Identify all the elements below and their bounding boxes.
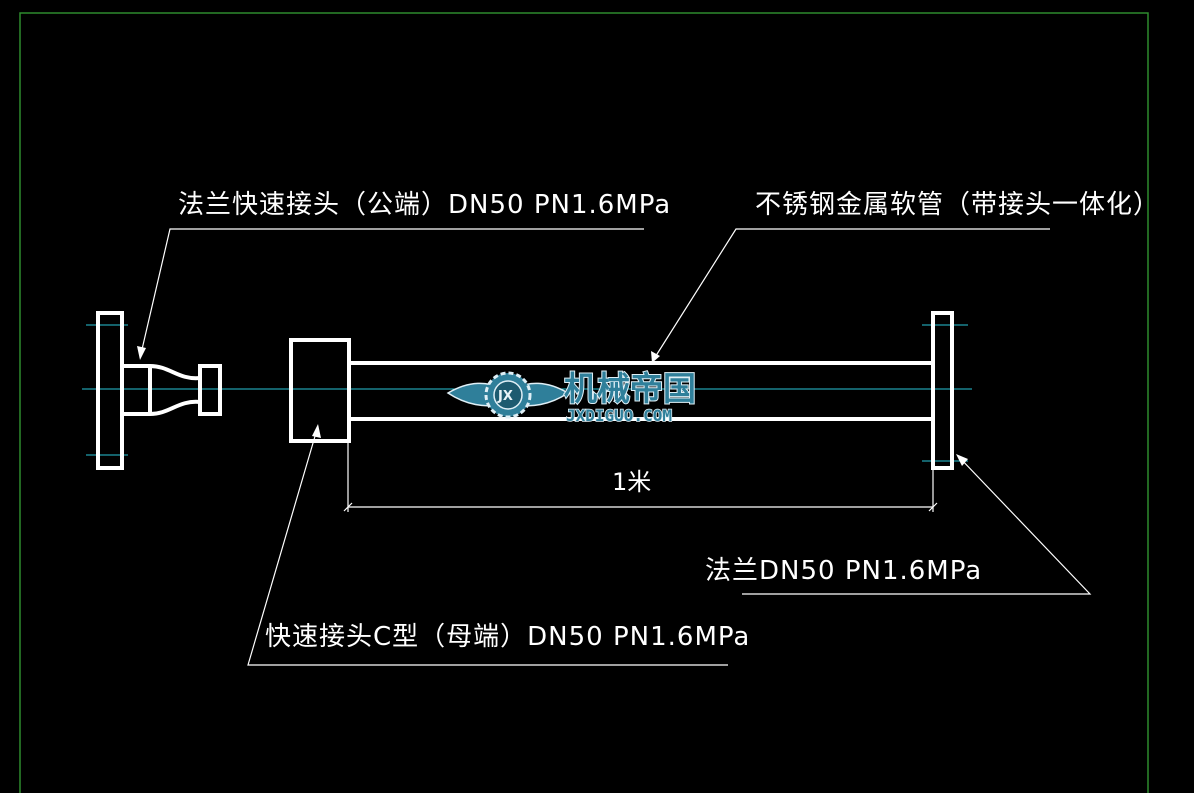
flange-quick-connector-male (96, 311, 222, 470)
label-quick-female: 快速接头C型（母端）DN50 PN1.6MPa (265, 622, 750, 652)
left-neck-bottom (149, 399, 201, 416)
leader-lines (139, 228, 1092, 666)
leader-arrowheads (137, 346, 968, 466)
female-coupling-body (289, 338, 351, 443)
dimension-tick-left (343, 502, 353, 512)
length-dimension (343, 441, 938, 512)
arrowhead-flange (956, 454, 968, 466)
leader-quick-female (247, 425, 728, 666)
watermark-url: JXDIGUO.COM (566, 406, 672, 425)
watermark: JX 机械帝国 JXDIGUO.COM (446, 368, 697, 426)
watermark-title: 机械帝国 (564, 369, 696, 408)
right-flange-plate (931, 311, 954, 470)
leader-hose (651, 228, 1050, 363)
watermark-gear-core (493, 380, 523, 410)
drawing-frame (19, 12, 1149, 793)
leader-flange (742, 455, 1092, 595)
left-coupling-ring (198, 364, 222, 416)
hose-assembly (289, 311, 954, 470)
label-hose: 不锈钢金属软管（带接头一体化） (755, 190, 1160, 220)
arrowhead-hose (651, 351, 660, 363)
arrowhead-flange-quick-male (137, 346, 146, 360)
left-neck-top (149, 364, 201, 381)
arrowhead-quick-female (312, 424, 321, 438)
label-flange: 法兰DN50 PN1.6MPa (705, 556, 982, 586)
dimension-label: 1米 (612, 468, 651, 496)
watermark-logo-text: JX (497, 389, 513, 404)
dimension-tick-right (928, 502, 938, 512)
left-flange-plate (96, 311, 124, 470)
leader-flange-quick-male (139, 228, 644, 359)
label-flange-quick-male: 法兰快速接头（公端）DN50 PN1.6MPa (178, 190, 671, 220)
